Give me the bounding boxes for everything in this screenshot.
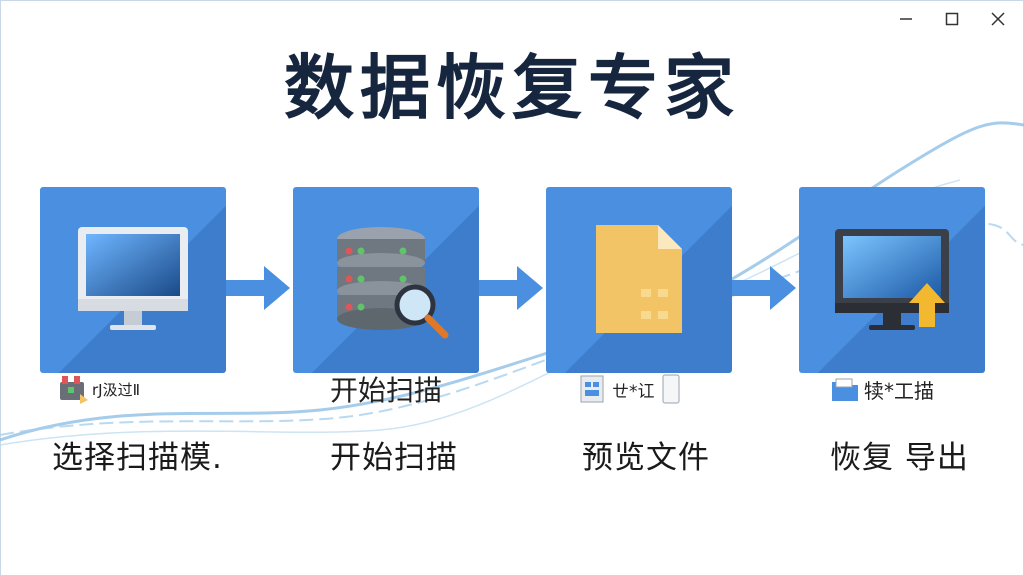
step-label-4: 恢复 导出 <box>830 440 969 476</box>
app-title: 数据恢复专家 <box>284 47 740 129</box>
step-sub-label-1: rJ汲过Ⅱ <box>58 372 140 406</box>
monitor-icon <box>78 227 188 330</box>
step-tile-preview-files[interactable] <box>546 187 732 373</box>
step-sub-label-text: 犊*工描 <box>864 378 934 403</box>
monitor-upload-icon <box>835 229 949 330</box>
step-tile-select-mode[interactable] <box>40 187 226 373</box>
device-icon <box>662 374 679 404</box>
close-button[interactable] <box>982 8 1014 30</box>
document-file-icon <box>596 225 682 333</box>
step-label-1: 选择扫描模. <box>52 440 223 476</box>
folder-icon <box>832 378 858 401</box>
close-icon <box>991 12 1005 26</box>
step-label-3: 预览文件 <box>582 440 710 476</box>
database-search-icon <box>337 227 449 339</box>
step-sub-label-3: ㄝ*讧 <box>578 372 683 406</box>
step-tile-recover-export[interactable] <box>799 187 985 373</box>
toolbox-icon <box>60 376 88 404</box>
arrow-right-icon <box>479 266 543 310</box>
step-sub-label-2: 开始扫描 <box>330 372 443 407</box>
step-tile-start-scan[interactable] <box>293 187 479 373</box>
arrow-right-icon <box>732 266 796 310</box>
window-controls <box>890 8 1014 30</box>
step-sub-label-4: 犊*工描 <box>830 372 934 406</box>
minimize-button[interactable] <box>890 8 922 30</box>
minimize-icon <box>900 18 912 20</box>
step-sub-label-text: 开始扫描 <box>330 374 443 407</box>
step-label-2: 开始扫描 <box>330 440 458 476</box>
step-sub-label-text: rJ汲过Ⅱ <box>92 380 140 399</box>
document-icon <box>580 375 604 403</box>
arrow-right-icon <box>226 266 290 310</box>
step-sub-label-text: ㄝ*讧 <box>612 381 655 402</box>
maximize-button[interactable] <box>936 8 968 30</box>
maximize-icon <box>945 12 959 26</box>
